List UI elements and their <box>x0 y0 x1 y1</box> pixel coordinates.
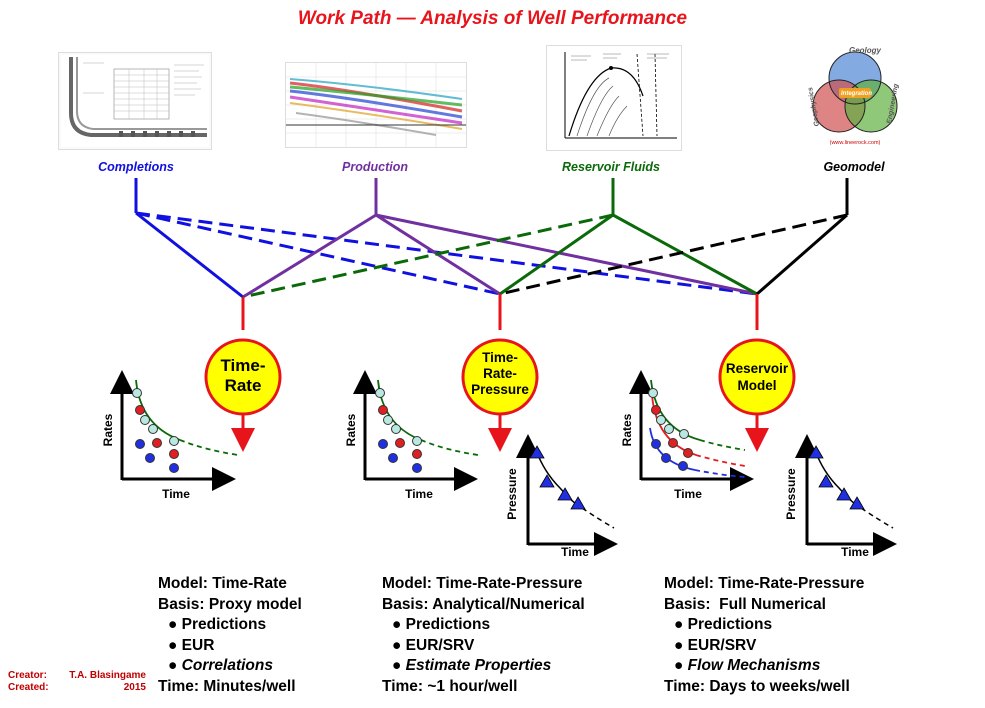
creator-name: T.A. Blasingame <box>69 670 146 681</box>
desc1-basis: Basis: Proxy model <box>158 595 302 613</box>
geomodel-geology-text: Geology <box>849 46 882 55</box>
geomodel-to-trp-link <box>499 213 848 296</box>
desc3-bullet3: Flow Mechanisms <box>687 657 821 674</box>
reservoir-fluids-thumbnail <box>546 45 682 151</box>
source-label-geomodel: Geomodel <box>823 160 885 174</box>
rate-plot-1 <box>110 370 239 491</box>
geomodel-integration-text: Integration <box>841 91 872 97</box>
desc2-bullet2: EUR/SRV <box>405 636 475 654</box>
rate-plot-3-xlabel: Time <box>674 487 702 501</box>
circle-trp-line2: Rate- <box>483 366 517 381</box>
circle-label-reservoir: Reservoir Model <box>715 360 799 394</box>
circle-label-timerate: Time- Rate <box>203 356 283 396</box>
desc2-bullet1: Predictions <box>405 616 491 633</box>
rate-plot-2-ylabel: Rates <box>344 413 358 446</box>
circle-label-trp: Time- Rate- Pressure <box>460 350 540 398</box>
circle-reservoir-line2: Model <box>737 378 777 393</box>
desc3-basis: Basis: Full Numerical <box>664 595 826 613</box>
circle-timerate-line2: Rate <box>224 376 262 395</box>
production-to-reservoir-link <box>375 213 758 296</box>
source-label-production: Production <box>342 160 408 174</box>
description-block-timerate: Model: Time-Rate Basis: Proxy model ● Pr… <box>158 574 302 697</box>
desc2-bullet3: Estimate Properties <box>405 657 552 674</box>
creator-label: Creator: <box>8 670 47 681</box>
desc1-time: Time: Minutes/well <box>158 677 296 695</box>
circle-trp-line1: Time- <box>482 350 518 365</box>
source-label-reservoir-fluids: Reservoir Fluids <box>562 160 660 174</box>
created-label: Created: <box>8 682 49 693</box>
completions-thumbnail <box>58 52 212 150</box>
pressure-plot-2-ylabel: Pressure <box>784 468 798 520</box>
rate-plot-1-xlabel: Time <box>162 487 190 501</box>
desc2-model: Model: Time-Rate-Pressure <box>382 575 583 592</box>
pressure-plot-1-ylabel: Pressure <box>505 468 519 520</box>
page-title: Work Path — Analysis of Well Performance <box>297 8 688 29</box>
desc2-time: Time: ~1 hour/well <box>382 677 518 695</box>
rate-plot-2 <box>353 370 479 491</box>
fluids-to-timerate-link <box>242 213 614 299</box>
description-block-trp: Model: Time-Rate-Pressure Basis: Analyti… <box>382 574 585 697</box>
rate-plot-2-xlabel: Time <box>405 487 433 501</box>
desc3-bullet2: EUR/SRV <box>687 636 757 654</box>
source-label-completions: Completions <box>98 160 174 174</box>
pressure-plot-2 <box>795 434 897 556</box>
geomodel-to-reservoir-link <box>756 213 848 296</box>
production-thumbnail <box>285 62 467 148</box>
desc1-bullet3: Correlations <box>181 657 273 674</box>
pressure-plot-2-xlabel: Time <box>841 545 869 559</box>
rate-plot-1-ylabel: Rates <box>101 413 115 446</box>
desc3-time: Time: Days to weeks/well <box>664 677 850 695</box>
geomodel-credit-text: (www.lineerock.com) <box>830 140 881 146</box>
circle-trp-line3: Pressure <box>471 382 529 397</box>
fluids-to-reservoir-link <box>612 213 758 296</box>
description-block-reservoir: Model: Time-Rate-Pressure Basis: Full Nu… <box>664 574 864 697</box>
desc1-bullet1: Predictions <box>181 616 267 633</box>
completions-to-timerate-link <box>135 211 244 299</box>
fluids-to-trp-link <box>499 213 614 296</box>
desc1-model: Model: Time-Rate <box>158 575 287 592</box>
created-year: 2015 <box>123 682 146 693</box>
production-to-timerate-link <box>242 213 377 299</box>
desc1-bullet2: EUR <box>181 636 215 654</box>
pressure-plot-1 <box>516 434 618 556</box>
rate-plot-3 <box>629 370 754 491</box>
rate-plot-3-ylabel: Rates <box>620 413 634 446</box>
desc2-basis: Basis: Analytical/Numerical <box>382 595 585 613</box>
desc3-bullet1: Predictions <box>687 616 773 633</box>
circle-reservoir-line1: Reservoir <box>725 361 789 376</box>
pressure-plot-1-xlabel: Time <box>561 545 589 559</box>
geomodel-thumbnail: Geology Integration Engineering Geophysi… <box>803 44 907 150</box>
desc3-model: Model: Time-Rate-Pressure <box>664 575 865 592</box>
circle-timerate-line1: Time- <box>220 356 266 375</box>
